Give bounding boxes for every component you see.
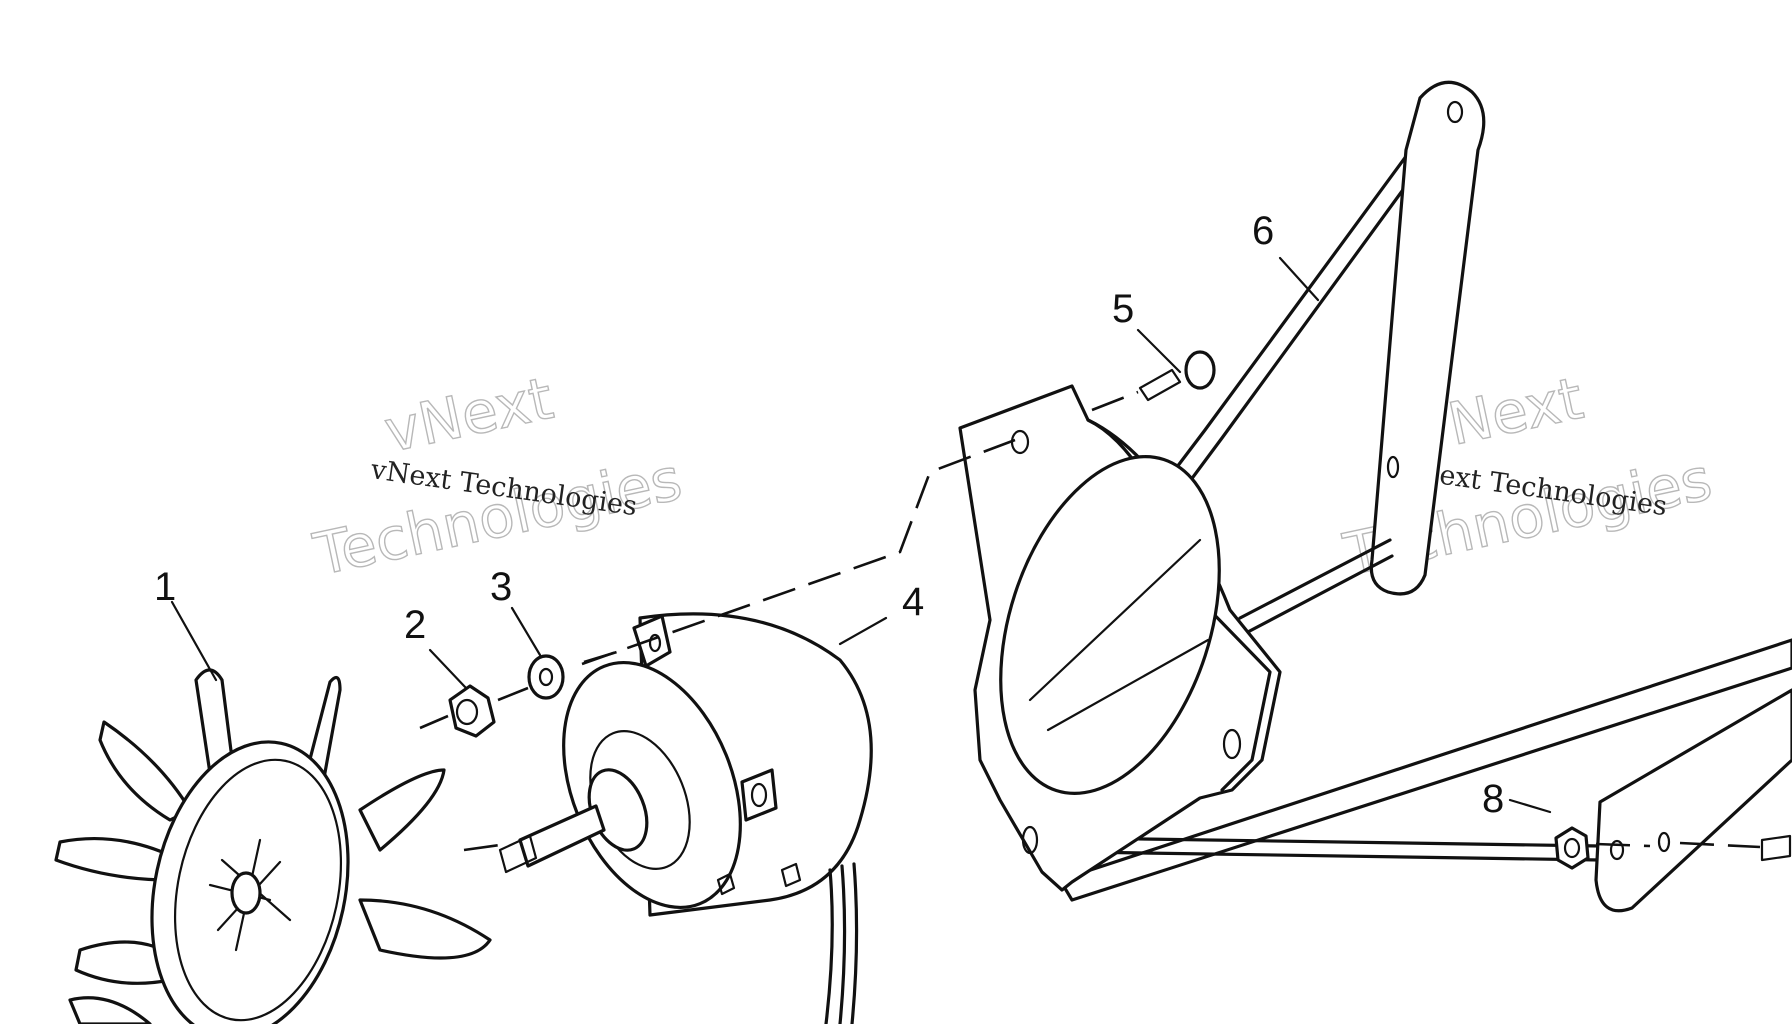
nut [419, 684, 496, 738]
fan [54, 668, 492, 1024]
callout-2: 2 [404, 603, 426, 647]
watermark-left: vNext Technologies vNext Technologies [307, 363, 688, 589]
callout-1: 1 [154, 565, 176, 609]
fan-shroud-plate [958, 384, 1282, 892]
support-bracket [1053, 80, 1792, 913]
washer [497, 646, 631, 702]
callout-4: 4 [902, 580, 924, 624]
bracket-mid-hole [1386, 455, 1400, 479]
shroud-hole-right [1222, 728, 1242, 760]
shroud-hole-bottom [1021, 825, 1039, 855]
bracket-top-hole [1446, 100, 1464, 124]
callout-8: 8 [1482, 777, 1504, 821]
callout-5: 5 [1112, 287, 1134, 331]
screw [1091, 350, 1216, 412]
motor [463, 438, 1016, 1024]
leader-lines [170, 256, 1552, 814]
base-nut [1554, 826, 1651, 870]
callout-6: 6 [1252, 209, 1274, 253]
svg-text:vNext: vNext [379, 364, 559, 466]
callout-3: 3 [490, 565, 512, 609]
